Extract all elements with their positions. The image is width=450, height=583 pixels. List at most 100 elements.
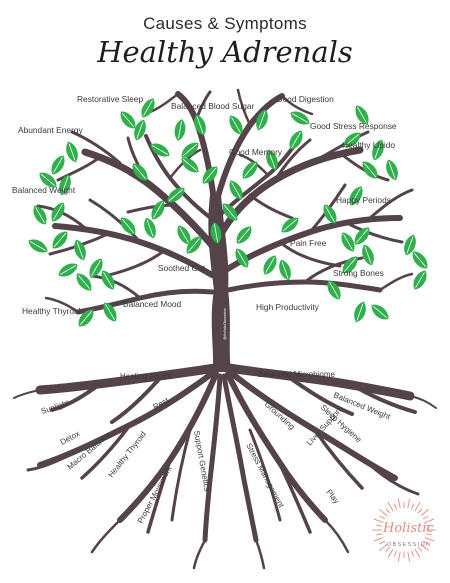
logo-ray	[379, 515, 386, 520]
twig	[318, 130, 370, 160]
leaf-icon	[181, 157, 199, 173]
trunk	[211, 282, 231, 372]
logo-ray	[393, 550, 397, 557]
logo-ray	[420, 543, 429, 551]
leaf-icon	[266, 149, 278, 171]
logo-ray	[420, 509, 429, 517]
root	[50, 382, 102, 412]
root	[13, 389, 41, 399]
leaf-icon	[76, 273, 92, 291]
branch-label: Healthy Libido	[342, 140, 395, 150]
twig	[378, 272, 414, 292]
logo-ray	[387, 548, 394, 558]
logo-ray	[385, 508, 391, 514]
twig	[70, 130, 122, 165]
root-main	[35, 363, 220, 395]
branch-label: Happy Periods	[336, 195, 391, 205]
leaf-icon	[167, 187, 185, 203]
leaf-icon	[66, 141, 78, 163]
root-label: Detox	[59, 429, 82, 447]
root	[254, 538, 266, 570]
root	[368, 463, 420, 496]
leaf-icon	[371, 304, 389, 320]
leaf-icon	[120, 217, 136, 235]
leaf-icon	[279, 259, 291, 281]
root-label: Support Genetics	[192, 430, 212, 492]
leaf-icon	[354, 301, 366, 323]
brand-logo: Holistic OBSESSION	[372, 498, 436, 562]
leaf-icon	[101, 270, 115, 290]
subtitle: Causes & Symptoms	[143, 14, 307, 33]
leaf-icon	[174, 119, 186, 141]
leaf-icon	[33, 205, 47, 225]
twig	[148, 92, 180, 114]
leaf-icon	[141, 98, 155, 118]
leaf-icon	[342, 256, 358, 274]
root	[248, 428, 282, 522]
branch-label: Strong Bones	[333, 268, 384, 278]
root	[26, 453, 72, 472]
logo-ray	[422, 540, 429, 545]
logo-ray	[379, 509, 388, 517]
leaf-icon	[52, 231, 68, 249]
tree-leaves	[28, 98, 428, 327]
leaf-icon	[222, 203, 238, 221]
leaf-icon	[194, 114, 206, 136]
leaf-icon	[51, 155, 65, 175]
leaf-icon	[290, 111, 310, 125]
logo-ray	[425, 533, 432, 536]
logo-ray	[417, 508, 423, 514]
leaf-icon	[28, 239, 48, 253]
twig	[48, 231, 112, 256]
branch-label: Balanced Weight	[12, 185, 76, 195]
root	[80, 423, 132, 480]
leaf-icon	[59, 174, 71, 196]
logo-ray	[379, 540, 386, 545]
twig	[368, 188, 414, 220]
logo-ray	[407, 498, 411, 509]
twig	[56, 155, 102, 182]
root	[409, 395, 437, 409]
root-label: Healing Foods	[120, 372, 172, 381]
twig	[44, 296, 80, 314]
branch-label: Balanced Mood	[123, 299, 182, 309]
root	[170, 428, 192, 522]
leaf-icon	[355, 105, 369, 125]
logo-ray	[397, 498, 401, 509]
root	[192, 538, 207, 570]
twig	[126, 136, 152, 187]
leaf-icon	[89, 258, 103, 278]
trunk-credit: @HolisticObsession	[223, 308, 227, 340]
logo-name: Holistic	[382, 521, 435, 536]
logo-ray	[411, 550, 415, 557]
leaf-icon	[327, 280, 341, 300]
leaf-icon	[372, 139, 384, 161]
root-label: Play	[324, 488, 341, 506]
twig	[248, 193, 294, 220]
root-label: Balanced Microbiome	[258, 370, 335, 379]
branch-label: Good Memory	[229, 147, 283, 157]
logo-ray	[376, 533, 383, 536]
branch-label: Pain Free	[290, 238, 327, 248]
root-label: Healthy Thyroid	[106, 430, 148, 480]
root	[288, 376, 354, 416]
root	[221, 373, 259, 543]
tree-roots	[13, 363, 437, 570]
leaf-icon	[242, 161, 258, 179]
root	[276, 458, 312, 534]
leaf-icon	[177, 225, 191, 245]
twig	[103, 248, 167, 278]
branch-label: Soothed Gut	[158, 263, 206, 273]
leaf-icon	[186, 236, 202, 254]
leaf-icon	[229, 115, 243, 135]
leaf-icon	[202, 166, 218, 184]
sunburst-icon	[372, 498, 436, 562]
leaf-icon	[150, 143, 170, 157]
logo-ray	[414, 548, 421, 558]
leaf-icon	[134, 119, 146, 141]
leaf-icon	[281, 217, 299, 233]
leaf-icon	[229, 180, 243, 200]
leaf-icon	[341, 232, 355, 252]
